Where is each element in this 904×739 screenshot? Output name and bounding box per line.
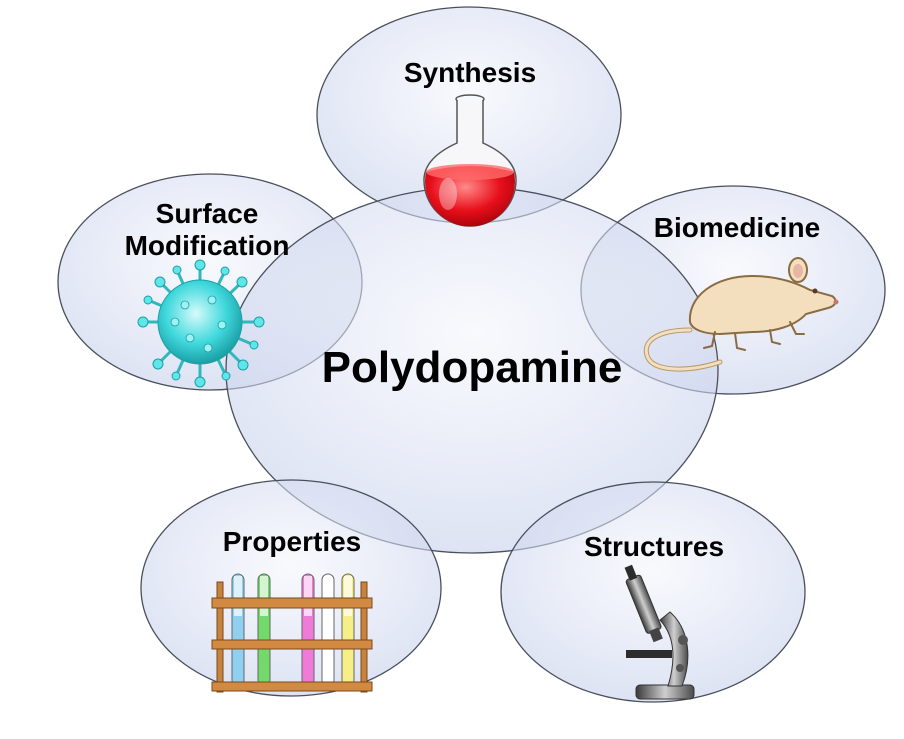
- properties-label: Properties: [223, 526, 362, 557]
- structures-label: Structures: [584, 531, 724, 562]
- structures-bubble: [500, 481, 806, 703]
- round-bottom-flask-icon: [423, 94, 517, 227]
- microscope-icon: [624, 564, 695, 700]
- mouse-icon: [643, 257, 839, 372]
- center-label: Polydopamine: [322, 343, 623, 392]
- surface-label-line2: Modification: [125, 230, 290, 261]
- surface-label-line1: Surface: [156, 198, 259, 229]
- synthesis-label: Synthesis: [404, 57, 536, 88]
- biomedicine-label: Biomedicine: [654, 212, 820, 243]
- test-tube-rack-icon: [211, 573, 373, 693]
- properties-bubble: [140, 479, 442, 697]
- virus-nanoparticle-icon: [137, 259, 265, 388]
